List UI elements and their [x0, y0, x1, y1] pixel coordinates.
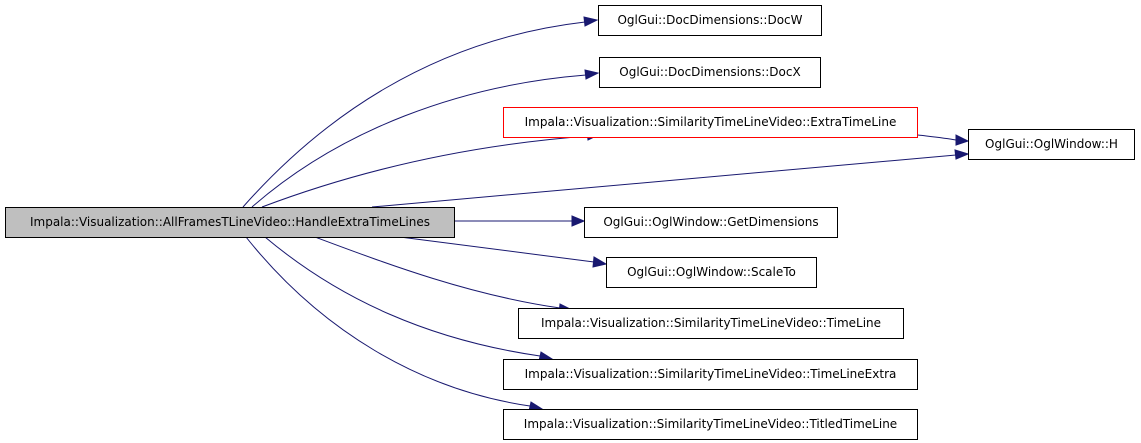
node-timelineextra[interactable]: Impala::Visualization::SimilarityTimeLin… — [503, 359, 918, 390]
edge-to-docw-arrowhead — [583, 16, 599, 27]
node-root-handleextratimelines: Impala::Visualization::AllFramesTLineVid… — [5, 207, 455, 238]
node-getdimensions[interactable]: OglGui::OglWindow::GetDimensions — [584, 207, 838, 238]
node-extratimeline[interactable]: Impala::Visualization::SimilarityTimeLin… — [503, 107, 918, 138]
edge-extratimeline-to-h — [917, 134, 957, 141]
node-timeline[interactable]: Impala::Visualization::SimilarityTimeLin… — [518, 308, 904, 339]
edge-to-timeline — [314, 236, 561, 309]
node-h[interactable]: OglGui::OglWindow::H — [968, 129, 1135, 160]
edge-extratimeline-to-h-arrowhead — [955, 134, 970, 146]
edge-to-docw — [242, 21, 586, 208]
edge-to-docx-arrowhead — [584, 69, 600, 80]
edge-to-titledtimeline — [245, 236, 531, 407]
node-docw[interactable]: OglGui::DocDimensions::DocW — [598, 5, 822, 36]
edge-to-h — [371, 154, 957, 208]
edge-to-extratimeline — [261, 135, 589, 208]
node-titledtimeline[interactable]: Impala::Visualization::SimilarityTimeLin… — [503, 409, 918, 440]
edge-to-getdimensions-arrowhead — [571, 215, 586, 227]
edge-to-h-arrowhead — [954, 149, 970, 160]
edge-to-timelineextra — [264, 236, 541, 357]
node-docx[interactable]: OglGui::DocDimensions::DocX — [599, 57, 821, 88]
edge-to-scaleto-arrowhead — [592, 256, 608, 268]
edge-to-docx — [251, 74, 587, 208]
edge-to-scaleto — [399, 236, 595, 263]
node-scaleto[interactable]: OglGui::OglWindow::ScaleTo — [606, 257, 817, 288]
